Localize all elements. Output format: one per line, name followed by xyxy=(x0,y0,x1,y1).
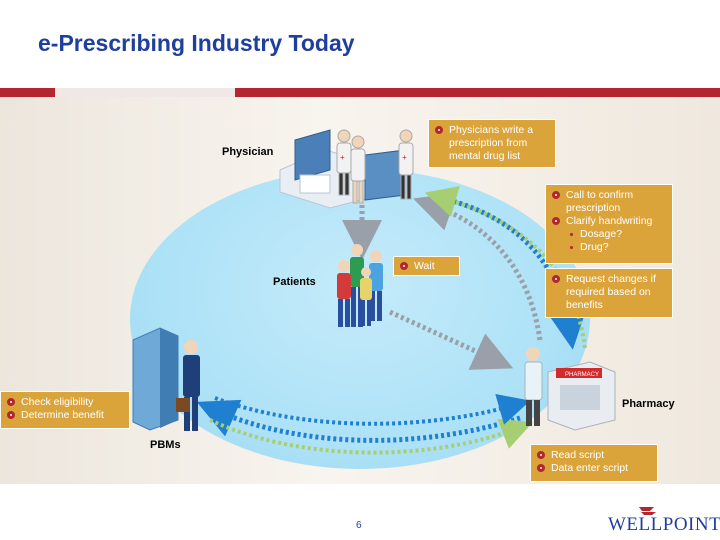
physician-illustration: + + xyxy=(279,129,414,209)
node-label-patients: Patients xyxy=(273,276,316,288)
node-label-physician: Physician xyxy=(222,146,274,158)
callout-item: Wait xyxy=(400,260,453,273)
slide-number: 6 xyxy=(356,520,362,531)
callout-item: Determine benefit xyxy=(7,409,123,422)
arrow-pharmacy-request xyxy=(424,186,587,349)
title-band xyxy=(0,88,720,97)
title-band-highlight xyxy=(55,88,235,97)
pharmacy-illustration: PHARMACY xyxy=(524,347,616,431)
callout-wait: Wait xyxy=(393,256,460,276)
callout-call-confirm: Call to confirm prescription Clarify han… xyxy=(545,184,673,264)
arrow-pbms-return xyxy=(214,393,531,426)
callout-pharmacy-notes: Read script Data enter script xyxy=(530,444,658,482)
svg-text:+: + xyxy=(402,153,407,162)
patients-illustration xyxy=(337,244,383,327)
callout-physician-note: Physicians write a prescription from men… xyxy=(428,119,556,168)
arrow-patients-to-pharmacy xyxy=(388,309,514,370)
wellpoint-logo-mark xyxy=(639,507,656,515)
callout-subitem: Dosage? xyxy=(552,228,666,241)
callout-request-changes: Request changes if required based on ben… xyxy=(545,268,673,318)
arrow-pharmacy-to-physician xyxy=(413,192,543,341)
callout-item: Call to confirm prescription xyxy=(552,189,666,215)
pbms-illustration xyxy=(132,327,200,431)
slide-title: e-Prescribing Industry Today xyxy=(38,30,355,56)
callout-item: Check eligibility xyxy=(7,396,123,409)
callout-item: Physicians write a prescription from men… xyxy=(435,124,549,163)
callout-subitem: Drug? xyxy=(552,241,666,254)
callout-item: Read script xyxy=(537,449,651,462)
node-label-pbms: PBMs xyxy=(150,439,181,451)
wellpoint-logo-text: WELLPOINT. xyxy=(608,514,720,535)
callout-item: Clarify handwriting xyxy=(552,215,666,228)
arrow-pharmacy-to-pbms xyxy=(196,399,521,443)
node-label-pharmacy: Pharmacy xyxy=(622,398,675,410)
arrow-physician-to-pharmacy xyxy=(429,193,587,350)
svg-text:PHARMACY: PHARMACY xyxy=(565,372,599,378)
callout-item: Data enter script xyxy=(537,462,651,475)
callout-pbm-notes: Check eligibility Determine benefit xyxy=(0,391,130,429)
svg-text:+: + xyxy=(340,153,345,162)
callout-item: Request changes if required based on ben… xyxy=(552,273,666,312)
arrow-pbms-to-pharmacy xyxy=(209,418,533,455)
